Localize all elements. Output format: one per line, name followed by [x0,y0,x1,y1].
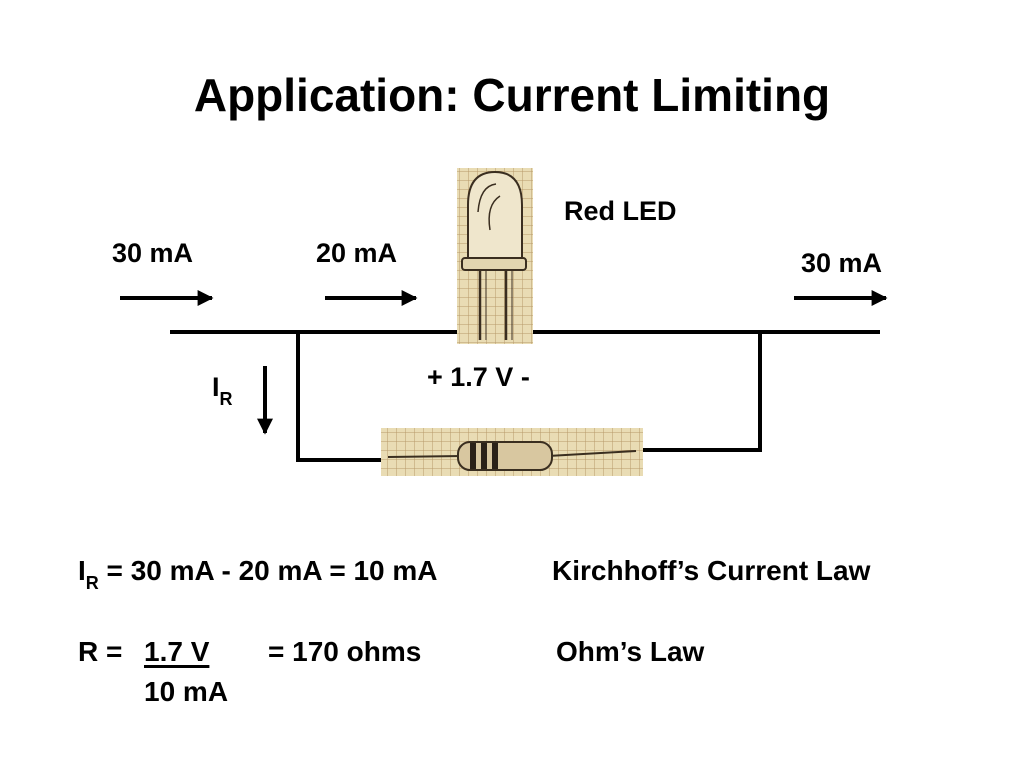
led-voltage-label: + 1.7 V - [427,362,530,392]
kcl-law-label: Kirchhoff’s Current Law [552,555,871,586]
red-led-image [457,168,533,344]
ohm-lhs: R = [78,636,123,667]
ohm-result: = 170 ohms [268,636,422,667]
current-in-label: 30 mA [112,238,194,268]
current-out-label: 30 mA [801,248,883,278]
ohm-denominator: 10 mA [144,676,229,707]
slide-title: Application: Current Limiting [193,69,831,121]
resistor-image [381,428,643,476]
current-led-label: 20 mA [316,238,398,268]
ir-label: IR [212,372,233,409]
ohm-law-label: Ohm’s Law [556,636,705,667]
led-label: Red LED [564,196,677,226]
kcl-equation: IR = 30 mA - 20 mA = 10 mA [78,555,438,593]
ohm-numerator: 1.7 V [144,636,210,667]
